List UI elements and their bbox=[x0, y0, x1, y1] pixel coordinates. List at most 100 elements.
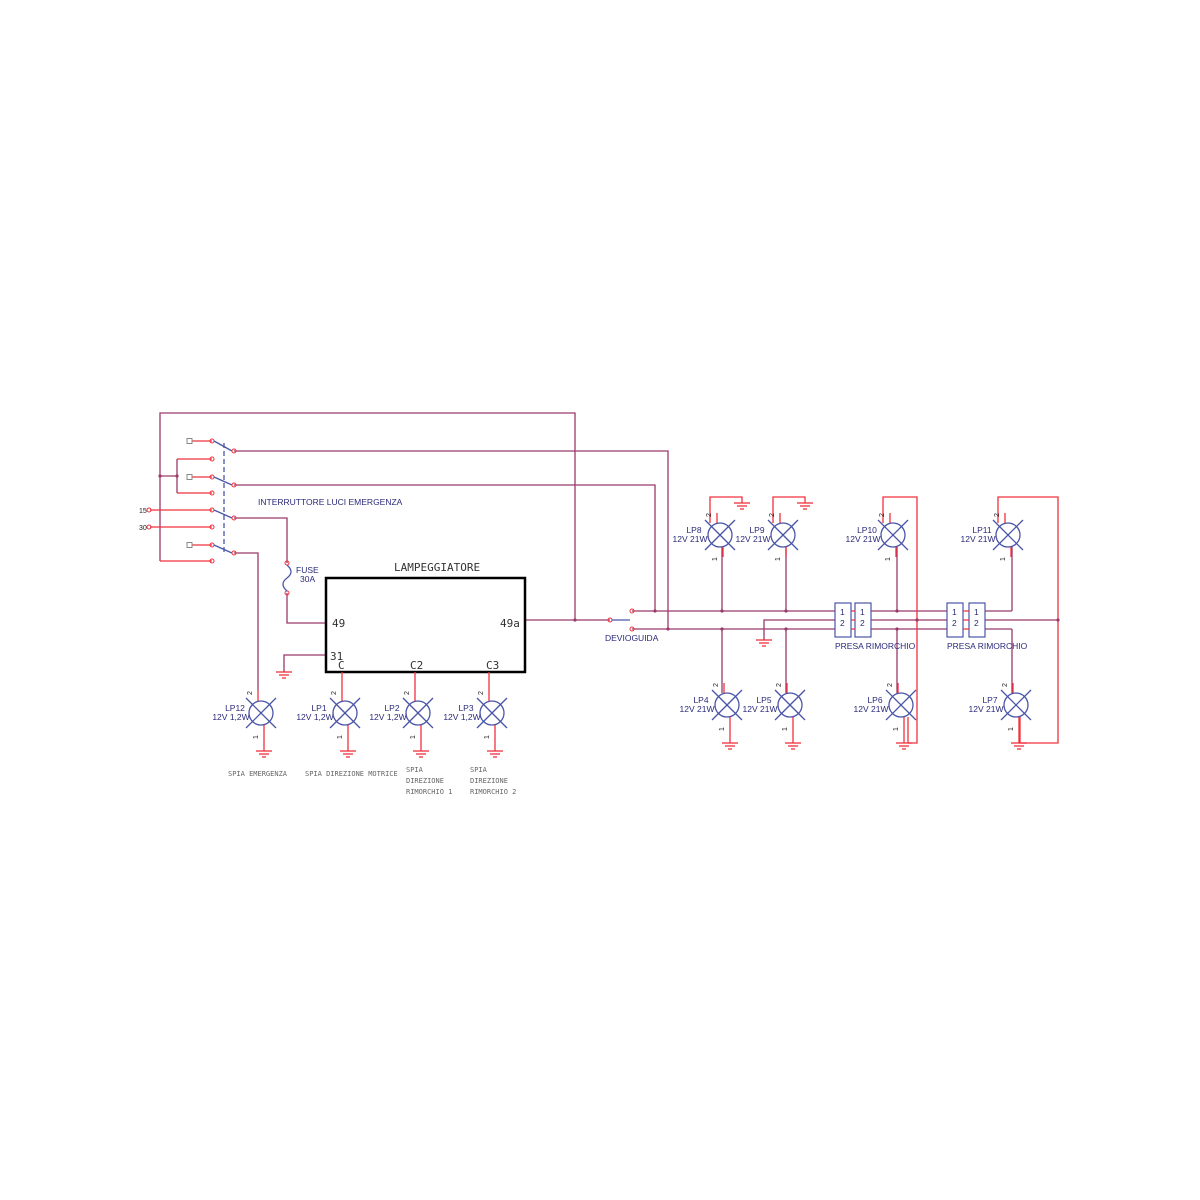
lamp-pin-1: 1 bbox=[885, 557, 892, 561]
lamp-pin-1: 1 bbox=[1008, 727, 1015, 731]
lamp-icon bbox=[1003, 692, 1029, 718]
lamp-pin-2: 2 bbox=[887, 683, 894, 687]
switch-blade bbox=[213, 544, 233, 554]
switch-blade bbox=[213, 476, 233, 486]
switch-common bbox=[231, 482, 237, 488]
lamp-ref: LP4 bbox=[693, 695, 708, 705]
lamp-value: 12V 21W bbox=[673, 534, 708, 544]
lamp-value: 12V 21W bbox=[961, 534, 996, 544]
caption-spia-motrice: SPIA DIREZIONE MOTRICE bbox=[305, 770, 398, 778]
switch-blade bbox=[213, 440, 233, 452]
lamp-value: 12V 1,2W bbox=[212, 712, 249, 722]
lamp-value: 12V 1,2W bbox=[443, 712, 480, 722]
junction-dot bbox=[1056, 618, 1060, 622]
junction-dot bbox=[573, 618, 577, 622]
lamp-icon bbox=[777, 692, 803, 718]
ground-icon bbox=[785, 742, 801, 750]
junction-dot bbox=[784, 609, 788, 613]
connector-pin-1: 1 bbox=[840, 607, 845, 617]
junction-dot bbox=[895, 627, 899, 631]
ground-icon bbox=[487, 750, 503, 758]
lamp-ref: LP5 bbox=[756, 695, 771, 705]
ground-icon bbox=[1011, 742, 1027, 750]
lamp-pin-2: 2 bbox=[776, 683, 783, 687]
ground-icon bbox=[340, 750, 356, 758]
terminal-square bbox=[186, 438, 193, 444]
flasher-unit: LAMPEGGIATORE 49 49a 31 C C2 C3 bbox=[324, 561, 527, 674]
lamp-pin-2: 2 bbox=[1002, 683, 1009, 687]
connector-pin-2: 2 bbox=[860, 618, 865, 628]
switch-blade bbox=[213, 509, 233, 519]
lamp-pin-1: 1 bbox=[484, 735, 491, 739]
lamp-pin-1: 1 bbox=[712, 557, 719, 561]
lamp-icon bbox=[332, 700, 358, 726]
emergency-switch[interactable] bbox=[146, 438, 237, 564]
lamp-pin-1: 1 bbox=[410, 735, 417, 739]
switch-contact bbox=[209, 524, 215, 530]
junction-dot bbox=[158, 474, 162, 478]
lamp-value: 12V 21W bbox=[680, 704, 715, 714]
wires bbox=[150, 412, 1059, 744]
lamp-icon bbox=[707, 522, 733, 548]
lamp-pin-2: 2 bbox=[879, 513, 886, 517]
lamp-pin-2: 2 bbox=[404, 691, 411, 695]
devioguida-label: DEVIOGUIDA bbox=[605, 633, 659, 643]
lamp-value: 12V 21W bbox=[736, 534, 771, 544]
lamp-ref: LP3 bbox=[458, 703, 473, 713]
terminal-square bbox=[186, 474, 193, 480]
input-terminal bbox=[146, 524, 152, 530]
lamp-value: 12V 21W bbox=[743, 704, 778, 714]
lamp-pin-2: 2 bbox=[994, 513, 1001, 517]
lamp-ref: LP6 bbox=[867, 695, 882, 705]
lamp-value: 12V 1,2W bbox=[296, 712, 333, 722]
junction-dot bbox=[720, 609, 724, 613]
switch-common bbox=[231, 448, 237, 454]
ground-icon bbox=[734, 502, 750, 510]
switch-contact bbox=[209, 456, 215, 462]
lamp-icon bbox=[248, 700, 274, 726]
pin-c: C bbox=[338, 659, 345, 672]
caption-rim2-l2: DIREZIONE bbox=[470, 777, 508, 785]
pin-49a: 49a bbox=[500, 617, 520, 630]
ground-icon bbox=[276, 671, 292, 679]
fuse: FUSE 30A bbox=[282, 560, 319, 596]
caption-rim1-l3: RIMORCHIO 1 bbox=[406, 788, 452, 796]
switch-contact bbox=[209, 490, 215, 496]
input-terminal bbox=[146, 507, 152, 513]
lamp-pin-1: 1 bbox=[719, 727, 726, 731]
ground-icon bbox=[797, 502, 813, 510]
lamp-pin-1: 1 bbox=[782, 727, 789, 731]
devioguida-switch[interactable]: DEVIOGUIDA bbox=[605, 608, 659, 643]
junction-dot bbox=[175, 474, 179, 478]
lamp-ref: LP8 bbox=[686, 525, 701, 535]
ground-icon bbox=[756, 639, 772, 647]
junction-dot bbox=[720, 627, 724, 631]
connector-pin-1: 1 bbox=[974, 607, 979, 617]
ground-icon bbox=[413, 750, 429, 758]
captions: SPIA EMERGENZA SPIA DIREZIONE MOTRICE SP… bbox=[228, 766, 516, 796]
lamp-ref: LP7 bbox=[982, 695, 997, 705]
terminal-square bbox=[186, 542, 193, 548]
lamp-icon bbox=[479, 700, 505, 726]
ground-icon bbox=[256, 750, 272, 758]
pin-31: 31 bbox=[330, 650, 343, 663]
lamp-value: 12V 21W bbox=[854, 704, 889, 714]
pin-c3: C3 bbox=[486, 659, 499, 672]
ground-icon bbox=[896, 742, 912, 750]
caption-spia-emergenza: SPIA EMERGENZA bbox=[228, 770, 288, 778]
lamp-value: 12V 1,2W bbox=[369, 712, 406, 722]
lamp-pin-1: 1 bbox=[1000, 557, 1007, 561]
connector-pin-1: 1 bbox=[952, 607, 957, 617]
